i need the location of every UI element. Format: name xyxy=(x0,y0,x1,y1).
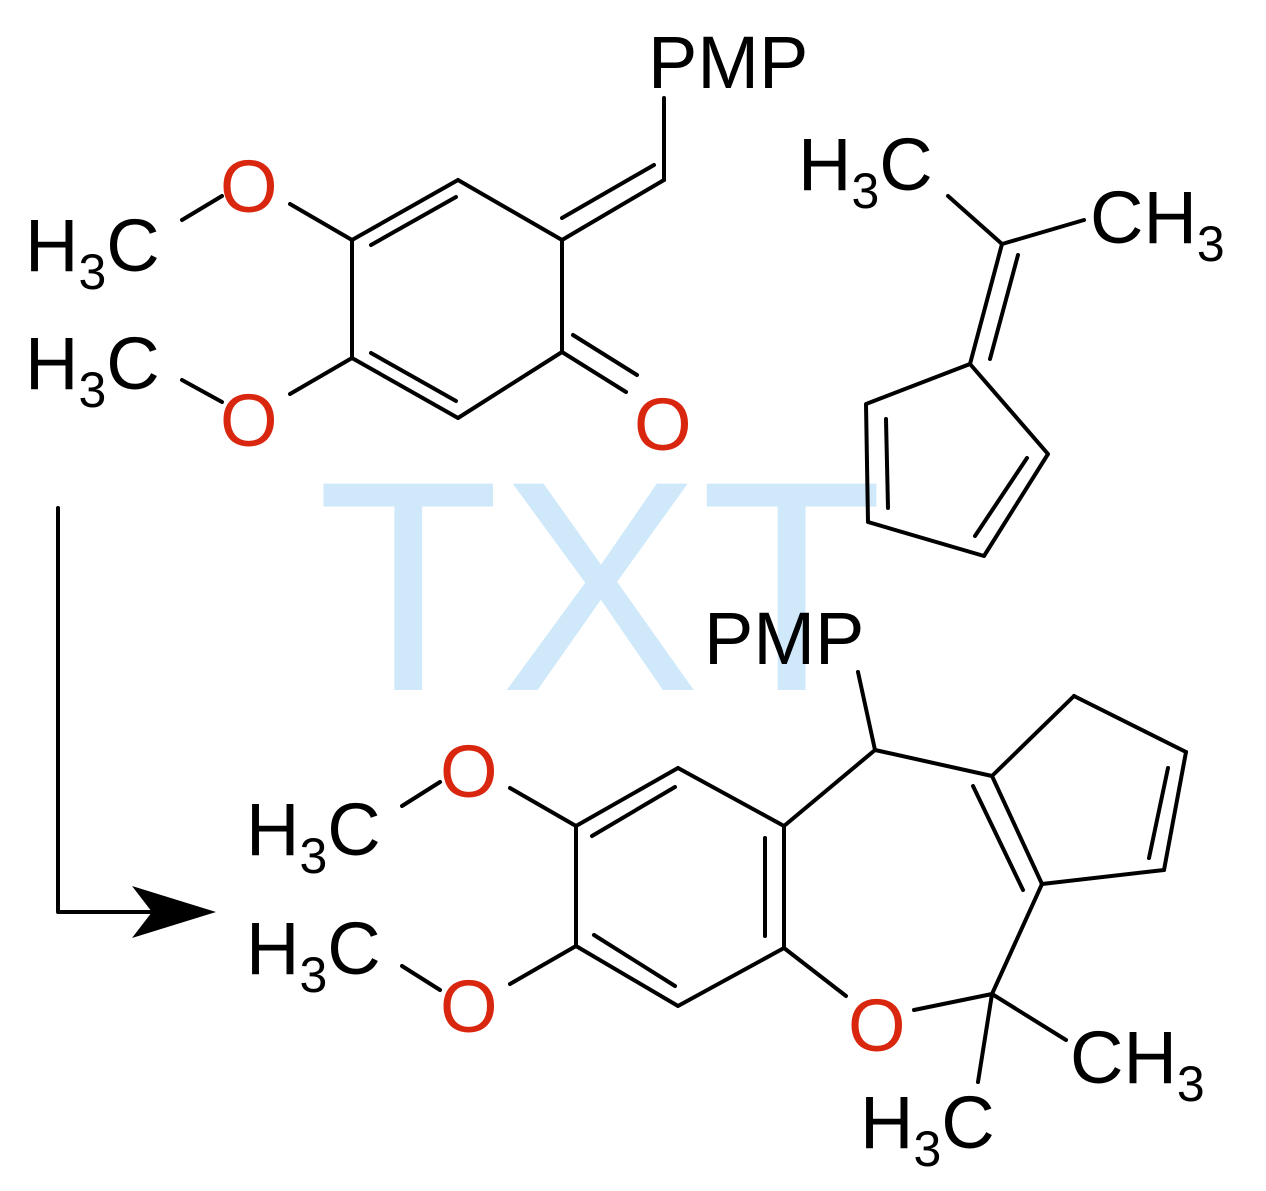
fulvene-exocyclic-bond-2 xyxy=(988,253,1020,361)
double-bond-top-left xyxy=(369,195,458,247)
carbonyl-bond-1 xyxy=(560,350,628,394)
product-methoxy-bottom-methyl-bond xyxy=(400,964,442,992)
ring-bonds xyxy=(350,178,564,420)
benzene-ring-bonds xyxy=(574,766,786,1008)
pmp-label: PMP xyxy=(648,21,808,104)
cp-bond-1 xyxy=(990,694,1076,778)
cp-bond-2 xyxy=(1072,694,1188,754)
methoxy-bottom-methyl-bond xyxy=(180,378,224,404)
oxygen-to-ring-bond xyxy=(782,946,848,998)
fulvene-methyl-left-bond xyxy=(946,194,1004,246)
exocyclic-double-bond-2 xyxy=(560,163,656,220)
fulvene-methyl-right-label: CH3 xyxy=(1090,176,1225,272)
product-methoxy-top-ring-bond xyxy=(508,786,578,828)
fused-alkene-bond-1 xyxy=(990,774,1044,886)
benzene-double-bond-top xyxy=(590,785,677,838)
methoxy-bottom-oxygen-label: O xyxy=(220,379,278,462)
reactant-quinone-methide: PMP O O O H3C H3C xyxy=(25,21,808,466)
product-methyl-bottom-label: H3C xyxy=(860,1081,995,1177)
carbonyl-bond-2 xyxy=(571,333,639,377)
fulvene-methyl-right-bond xyxy=(1000,218,1086,246)
fulvene-ring-bonds xyxy=(864,362,1050,558)
benzene-double-bond-bottom xyxy=(592,933,677,988)
carbonyl-oxygen-label: O xyxy=(634,383,692,466)
alkene-to-cme2-bond xyxy=(990,882,1044,996)
reaction-arrow-line xyxy=(56,506,152,914)
cp-double-bond-inner xyxy=(1147,766,1170,860)
product-methyl-right-label: CH3 xyxy=(1070,1016,1205,1112)
product-pmp-label: PMP xyxy=(704,597,864,680)
product-methoxy-top-methyl-label: H3C xyxy=(246,788,381,884)
double-bond-bottom-left xyxy=(369,351,458,403)
methoxy-top-methyl-label: H3C xyxy=(25,204,160,300)
product-methoxy-top-oxygen-label: O xyxy=(440,730,498,813)
fulvene-methyl-left-label: H3C xyxy=(798,123,933,219)
reaction-arrow-head xyxy=(132,886,216,938)
ch-to-pmp-bond xyxy=(856,670,877,752)
watermark-text: TXT xyxy=(317,418,884,754)
methoxy-bottom-methyl-label: H3C xyxy=(25,322,160,418)
ring-c-to-ch-bond xyxy=(782,748,877,828)
cme2-methyl-bottom-bond xyxy=(976,992,994,1084)
fulvene-double-bond-left xyxy=(884,417,890,510)
methoxy-top-oxygen-label: O xyxy=(220,145,278,228)
fused-alkene-bond-2 xyxy=(971,784,1025,892)
fulvene-exocyclic-bond-1 xyxy=(968,242,1004,366)
exocyclic-double-bond-1 xyxy=(560,178,666,242)
fulvene-double-bond-right xyxy=(973,456,1029,538)
cme2-to-oxygen-bond xyxy=(912,992,994,1012)
product-ring-oxygen-label: O xyxy=(848,984,906,1067)
ch-to-alkene-bond xyxy=(873,748,994,778)
product-methoxy-bottom-ring-bond xyxy=(508,944,578,986)
product-methoxy-bottom-oxygen-label: O xyxy=(440,965,498,1048)
methoxy-top-ring-bond xyxy=(288,202,354,242)
methoxy-top-methyl-bond xyxy=(180,194,224,222)
reactant-dimethylfulvene: H3C CH3 xyxy=(798,123,1225,558)
product-methoxy-top-methyl-bond xyxy=(400,780,442,808)
cp-bond-4 xyxy=(1040,868,1166,886)
reaction-arrow xyxy=(56,506,216,938)
methoxy-bottom-ring-bond xyxy=(288,356,354,396)
cp-bond-3 xyxy=(1162,750,1188,872)
cme2-methyl-right-bond xyxy=(990,992,1068,1042)
product-benzoxepine: PMP O O O H3C H3C CH3 H3C xyxy=(246,597,1205,1177)
product-methoxy-bottom-methyl-label: H3C xyxy=(246,907,381,1003)
